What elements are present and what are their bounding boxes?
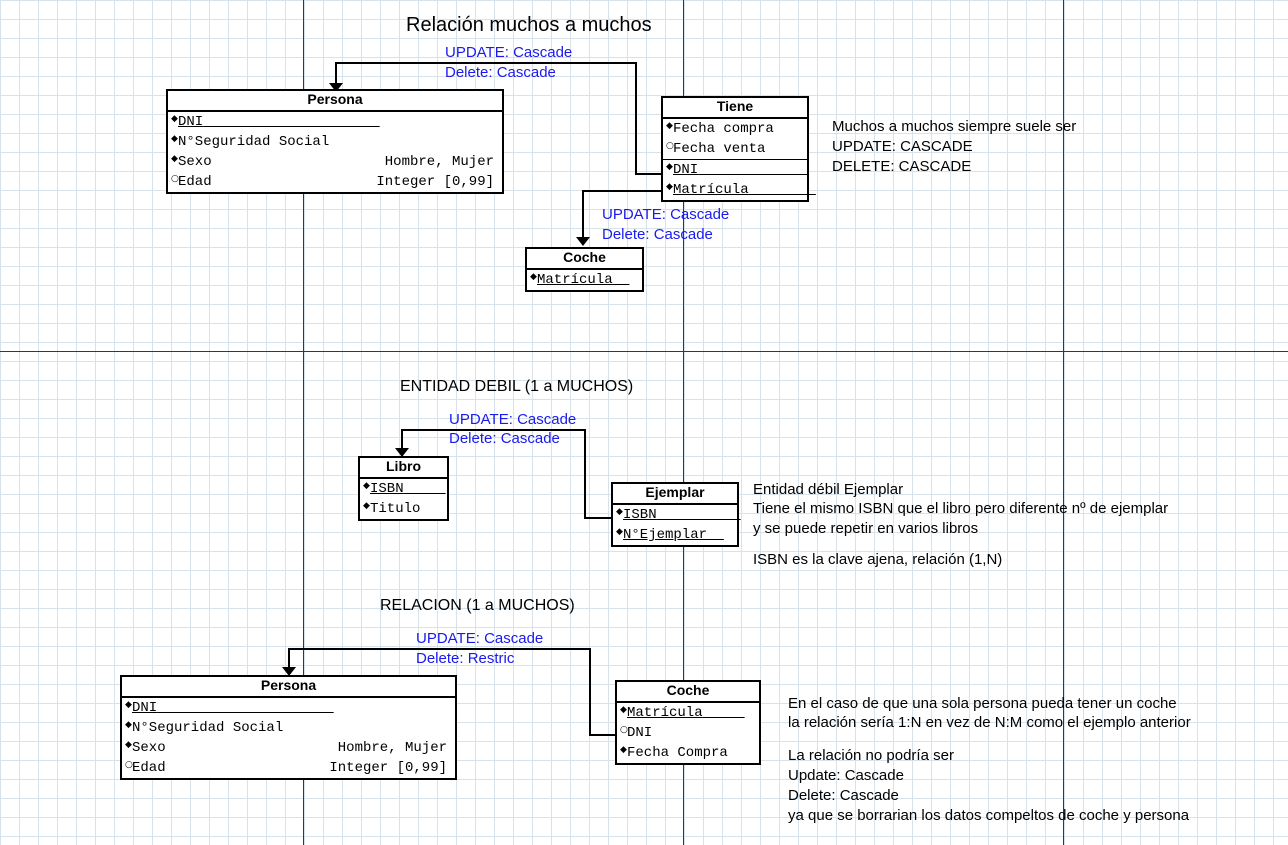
note-line: La relación no podría ser <box>788 747 954 764</box>
note-line: la relación sería 1:N en vez de N:M como… <box>788 714 1191 731</box>
entity-coche[interactable]: Coche ◆ Matrícula ○ DNI ◆ Fecha Compra <box>615 680 761 765</box>
connector-tiene-coche <box>582 190 662 238</box>
rule-update: UPDATE: Cascade <box>416 630 544 647</box>
entity-libro[interactable]: Libro ◆ ISBN ◆ Titulo <box>358 456 449 521</box>
attribute-titulo: ◆ Titulo <box>363 501 421 517</box>
page-guide-vertical <box>1063 0 1064 845</box>
entity-title: Coche <box>617 682 759 703</box>
attribute-edad: ○ Edad Integer [0,99] <box>125 760 447 776</box>
note-line: y se puede repetir en varios libros <box>753 520 979 537</box>
connector-tiene-persona <box>335 62 662 175</box>
entity-title: Persona <box>122 677 455 698</box>
note-line: DELETE: CASCADE <box>832 158 972 175</box>
attribute-fecha-compra: ◆ Fecha Compra <box>620 745 728 761</box>
rule-delete: Delete: Cascade <box>449 430 560 447</box>
rule-update: UPDATE: Cascade <box>449 411 577 428</box>
entity-title: Tiene <box>663 98 807 119</box>
rule-delete: Delete: Cascade <box>445 64 556 81</box>
attribute-seguridad-social: ◆ N°Seguridad Social <box>125 720 284 736</box>
entity-title: Coche <box>527 249 642 270</box>
attribute-dni: ◆ DNI <box>666 162 699 178</box>
section-title-nm: Relación muchos a muchos <box>406 14 652 36</box>
attribute-isbn: ◆ ISBN <box>616 507 657 523</box>
entity-persona[interactable]: Persona ◆ DNI ◆ N°Seguridad Social ◆ Sex… <box>120 675 457 780</box>
attribute-matricula: ◆ Matrícula <box>620 705 703 721</box>
rule-delete: Delete: Restric <box>416 650 515 667</box>
connector-ejemplar-libro <box>401 429 612 519</box>
attribute-edad: ○ Edad Integer [0,99] <box>171 174 494 190</box>
attribute-dni: ◆ DNI <box>125 700 158 716</box>
rule-update: UPDATE: Cascade <box>602 206 730 223</box>
note-line: Update: Cascade <box>788 767 904 784</box>
attribute-seguridad-social: ◆ N°Seguridad Social <box>171 134 330 150</box>
note-line: Muchos a muchos siempre suele ser <box>832 118 1077 135</box>
rule-delete: Delete: Cascade <box>602 226 713 243</box>
section-title-rel: RELACION (1 a MUCHOS) <box>380 597 575 614</box>
note-line: UPDATE: CASCADE <box>832 138 973 155</box>
entity-coche[interactable]: Coche ◆ Matrícula <box>525 247 644 292</box>
page-guide-horizontal <box>0 351 1288 352</box>
note-line: Entidad débil Ejemplar <box>753 481 904 498</box>
attribute-fecha-venta: ○ Fecha venta <box>663 139 807 160</box>
entity-persona[interactable]: Persona ◆ DNI ◆ N°Seguridad Social ◆ Sex… <box>166 89 504 194</box>
note-line: Delete: Cascade <box>788 787 899 804</box>
attribute-domain: Hombre, Mujer <box>384 154 494 170</box>
attribute-domain: Integer [0,99] <box>376 174 494 190</box>
section-title-weak: ENTIDAD DEBIL (1 a MUCHOS) <box>400 378 634 395</box>
attribute-domain: Integer [0,99] <box>329 760 447 776</box>
note-line: Tiene el mismo ISBN que el libro pero di… <box>753 500 1169 517</box>
attribute-sexo: ◆ Sexo Hombre, Mujer <box>125 740 447 756</box>
arrowhead-persona-rel <box>282 667 296 676</box>
entity-title: Libro <box>360 458 447 479</box>
arrowhead-libro <box>395 448 409 457</box>
attribute-matricula: ◆ Matrícula <box>666 182 749 198</box>
attribute-fecha-compra: ◆ Fecha compra <box>666 121 774 137</box>
rule-update: UPDATE: Cascade <box>445 44 573 61</box>
attribute-isbn: ◆ ISBN <box>363 481 404 497</box>
note-line: ya que se borrarian los datos compeltos … <box>788 807 1190 824</box>
attribute-domain: Hombre, Mujer <box>337 740 447 756</box>
note-line: ISBN es la clave ajena, relación (1,N) <box>753 551 1003 568</box>
attribute-sexo: ◆ Sexo Hombre, Mujer <box>171 154 494 170</box>
page-guide-vertical <box>303 0 304 845</box>
attribute-dni: ◆ DNI <box>171 114 204 130</box>
note-line: En el caso de que una sola persona pueda… <box>788 695 1177 712</box>
entity-title: Ejemplar <box>613 484 737 505</box>
arrowhead-persona-nm <box>329 83 343 92</box>
attribute-matricula: ◆ Matrícula <box>530 272 613 288</box>
connector-coche-persona <box>288 648 616 736</box>
arrowhead-coche-nm <box>576 237 590 246</box>
entity-tiene[interactable]: Tiene ◆ Fecha compra ○ Fecha venta ◆ DNI… <box>661 96 809 202</box>
entity-title: Persona <box>168 91 502 112</box>
page-guide-vertical <box>683 0 684 845</box>
attribute-numero-ejemplar: ◆ N°Ejemplar <box>616 527 708 543</box>
entity-ejemplar[interactable]: Ejemplar ◆ ISBN ◆ N°Ejemplar <box>611 482 739 547</box>
attribute-dni: ○ DNI <box>620 725 653 741</box>
